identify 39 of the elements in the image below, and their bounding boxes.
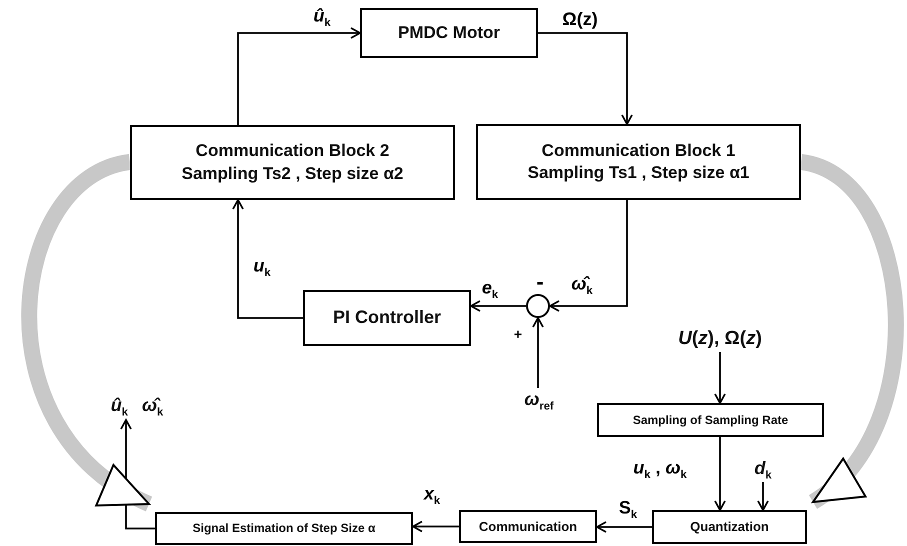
process-box: [155, 512, 413, 545]
node-text: ω$_{ref}$: [524, 388, 554, 414]
curved-arrow: [21, 154, 153, 511]
process-box: [303, 290, 471, 346]
process-box: [476, 124, 801, 200]
arrow: [714, 437, 726, 511]
node-text: Sampling Ts2 , Step size α2: [182, 164, 404, 184]
node-text: ω̂$_{k}$: [142, 394, 164, 420]
node-text: Communication Block 1: [542, 140, 736, 161]
arrow: [757, 482, 769, 511]
arrow: [237, 27, 361, 125]
process-box: [597, 403, 824, 437]
node-text: PI Controller: [332, 307, 441, 329]
process-box: [360, 8, 538, 58]
arrow: [412, 520, 459, 532]
node-text: Signal Estimation of Step Size α: [192, 521, 376, 536]
node-text: PMDC Motor: [398, 22, 500, 44]
arrow: [714, 352, 726, 404]
node-text: Communication Block 2: [196, 141, 390, 162]
arrow: [232, 199, 303, 319]
process-box: [130, 125, 455, 200]
process-box: [459, 510, 597, 543]
sign-label: -: [536, 269, 544, 295]
sign-label: +: [514, 326, 522, 342]
edge-label: Ω(z): [560, 10, 600, 30]
node-text: û$_{k}$: [110, 394, 128, 420]
node-text: U(z), Ω(z): [678, 328, 762, 350]
summing-junction: [526, 294, 550, 318]
node-text: d$_{k}$: [754, 458, 772, 482]
node-text: Sampling Ts1 , Step size α1: [528, 163, 750, 184]
node-text: Quantization: [690, 519, 769, 535]
arrow: [532, 317, 544, 388]
arrow: [538, 32, 633, 125]
node-text: Sampling of Sampling Rate: [632, 412, 788, 428]
arrow: [470, 300, 526, 312]
node-text: Communication: [478, 518, 578, 534]
process-box: [652, 510, 807, 544]
arrow: [596, 521, 652, 533]
arrow: [549, 200, 628, 312]
